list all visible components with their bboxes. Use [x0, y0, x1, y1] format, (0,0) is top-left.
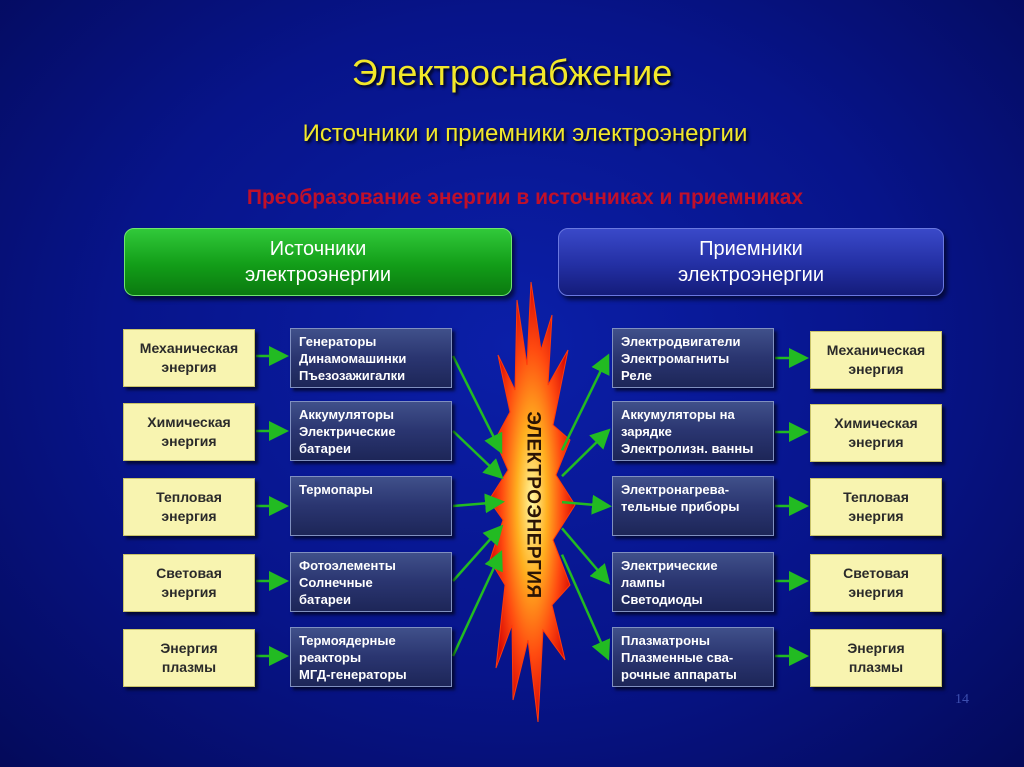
- center-label-wrap: ЭЛЕКТРОЭНЕРГИЯ: [495, 405, 571, 605]
- arrows-group: [256, 346, 809, 666]
- arrow-center-to-receiver-2: [561, 494, 612, 515]
- right-energy-plasma: Энергия плазмы: [810, 629, 942, 687]
- receivers-header: Приемники электроэнергии: [558, 228, 944, 296]
- arrow-center-to-receiver-0: [560, 353, 610, 451]
- receiver-plasmatrons: Плазматроны Плазменные сва- рочные аппар…: [612, 627, 774, 687]
- diagram-heading: Преобразование энергии в источниках и пр…: [246, 186, 804, 209]
- receiver-lamps: Электрические лампы Светодиоды: [612, 552, 774, 612]
- slide-subtitle: Источники и приемники электроэнергии: [302, 120, 748, 147]
- sources-header-label: Источники электроэнергии: [244, 238, 392, 286]
- receiver-motors: Электродвигатели Электромагниты Реле: [612, 328, 774, 388]
- left-energy-plasma: Энергия плазмы: [123, 629, 255, 687]
- arrow-source-to-center-2: [452, 493, 505, 514]
- left-energy-chemical: Химическая энергия: [123, 403, 255, 461]
- source-batteries: Аккумуляторы Электрические батареи: [290, 401, 452, 461]
- right-energy-light: Световая энергия: [810, 554, 942, 612]
- right-energy-mechanical: Механическая энергия: [810, 331, 942, 389]
- center-label: ЭЛЕКТРОЭНЕРГИЯ: [523, 411, 544, 599]
- arrow-source-to-center-1: [452, 430, 504, 480]
- sources-header: Источники электроэнергии: [124, 228, 512, 296]
- source-thermocouples: Термопары: [290, 476, 452, 536]
- arrow-center-to-receiver-4: [560, 554, 611, 661]
- page-number: 14: [955, 692, 969, 707]
- right-energy-thermal: Тепловая энергия: [810, 478, 942, 536]
- left-energy-light: Световая энергия: [123, 554, 255, 612]
- right-energy-chemical: Химическая энергия: [810, 404, 942, 462]
- arrow-center-to-receiver-3: [561, 527, 611, 585]
- receiver-heaters: Электронагрева- тельные приборы: [612, 476, 774, 536]
- source-photocells: Фотоэлементы Солнечные батареи: [290, 552, 452, 612]
- left-energy-thermal: Тепловая энергия: [123, 478, 255, 536]
- source-fusion: Термоядерные реакторы МГД-генераторы: [290, 627, 452, 687]
- receivers-header-label: Приемники электроэнергии: [677, 238, 825, 286]
- receiver-charging: Аккумуляторы на зарядке Электролизн. ван…: [612, 401, 774, 461]
- source-generators: Генераторы Динамомашинки Пъезозажигалки: [290, 328, 452, 388]
- arrow-center-to-receiver-1: [561, 428, 611, 478]
- left-energy-mechanical: Механическая энергия: [123, 329, 255, 387]
- slide-title: Электроснабжение: [351, 52, 673, 93]
- energy-burst: [488, 281, 576, 723]
- arrow-source-to-center-4: [451, 550, 503, 657]
- arrow-source-to-center-0: [451, 355, 503, 455]
- arrow-source-to-center-3: [452, 524, 504, 582]
